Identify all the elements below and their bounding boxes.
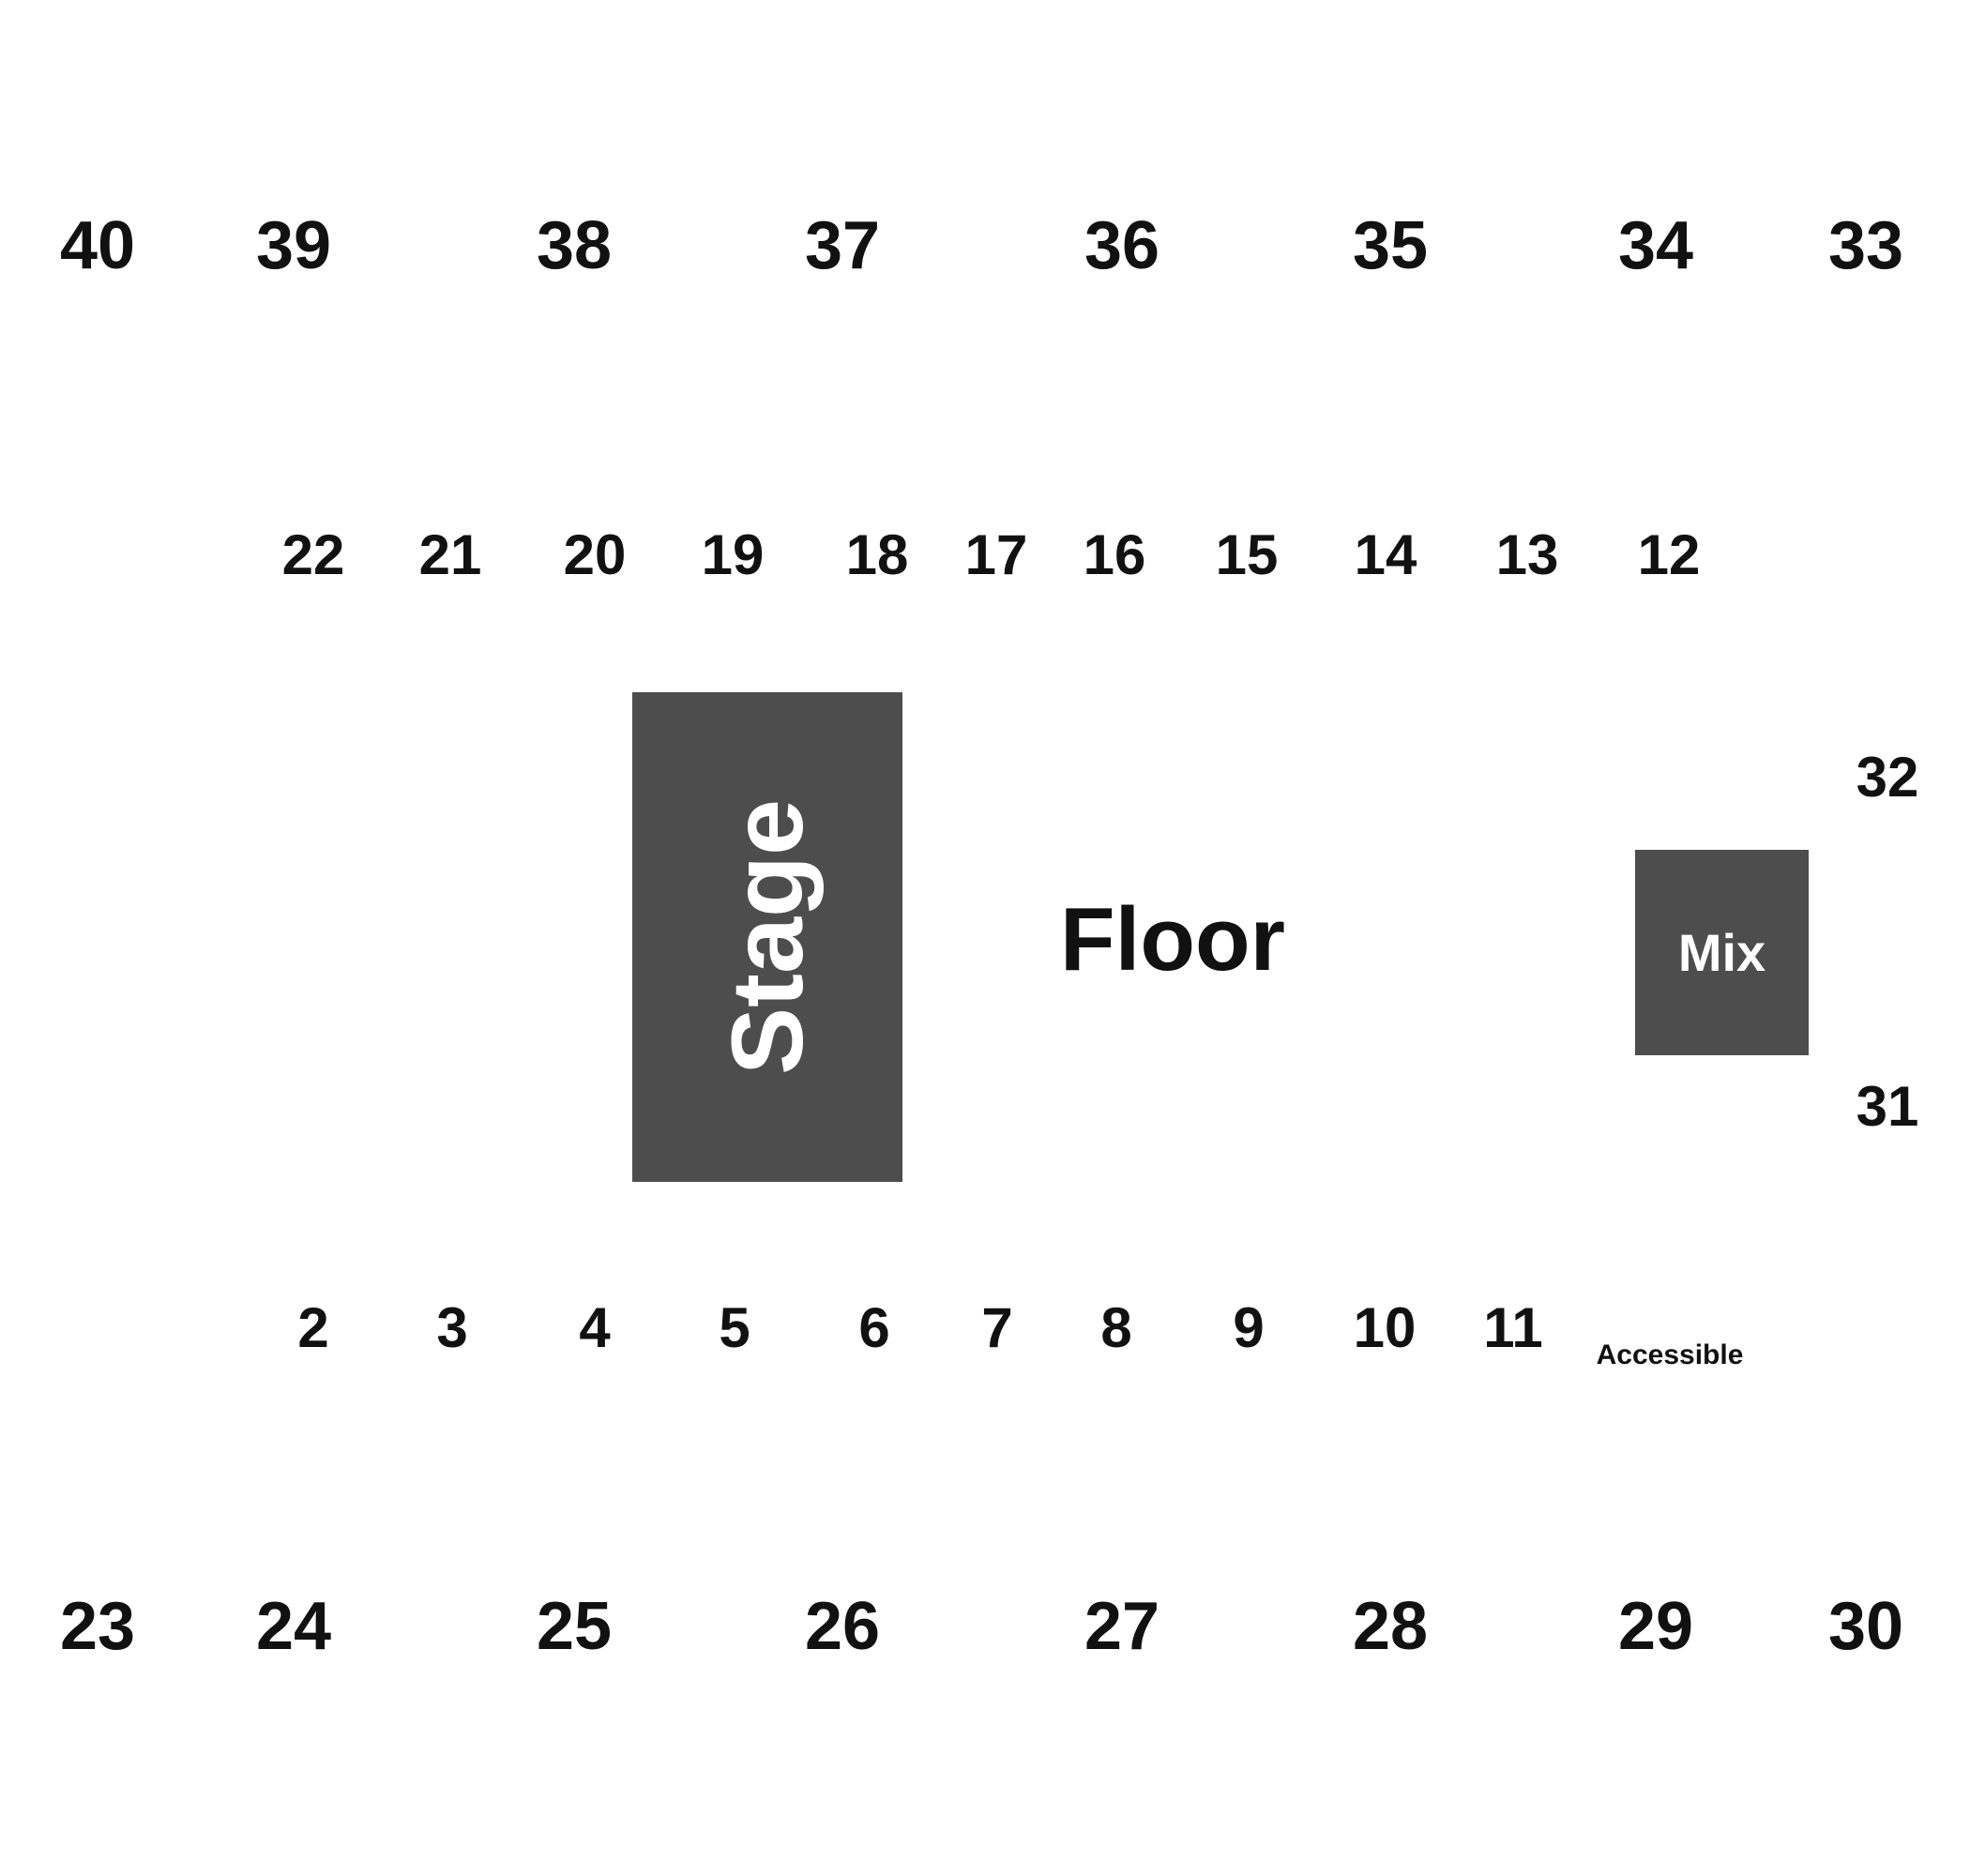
section-22[interactable]: 22 [281, 523, 345, 586]
accessible-label: Accessible [1596, 1339, 1744, 1370]
section-11[interactable]: 11 [1483, 1296, 1543, 1359]
section-16[interactable]: 16 [1083, 523, 1146, 586]
section-25[interactable]: 25 [536, 1589, 613, 1664]
section-9[interactable]: 9 [1233, 1296, 1265, 1359]
section-33[interactable]: 33 [1827, 208, 1904, 283]
section-19[interactable]: 19 [701, 523, 765, 586]
section-40[interactable]: 40 [59, 208, 136, 283]
section-21[interactable]: 21 [418, 523, 482, 586]
section-15[interactable]: 15 [1215, 523, 1279, 586]
mix-label: Mix [1677, 922, 1766, 982]
section-24[interactable]: 24 [255, 1589, 332, 1664]
section-30[interactable]: 30 [1827, 1589, 1904, 1664]
section-17[interactable]: 17 [964, 523, 1028, 586]
section-7[interactable]: 7 [981, 1296, 1013, 1359]
section-39[interactable]: 39 [255, 208, 332, 283]
mix-position-block: Mix [1635, 850, 1809, 1055]
stage-block: Stage [632, 692, 902, 1182]
section-13[interactable]: 13 [1495, 523, 1559, 586]
section-31[interactable]: 31 [1856, 1075, 1919, 1138]
section-32[interactable]: 32 [1856, 746, 1919, 809]
section-20[interactable]: 20 [563, 523, 627, 586]
section-26[interactable]: 26 [804, 1589, 881, 1664]
section-14[interactable]: 14 [1354, 523, 1417, 586]
section-8[interactable]: 8 [1100, 1296, 1132, 1359]
section-36[interactable]: 36 [1084, 208, 1160, 283]
section-4[interactable]: 4 [579, 1296, 611, 1359]
section-18[interactable]: 18 [845, 523, 909, 586]
section-29[interactable]: 29 [1617, 1589, 1694, 1664]
section-23[interactable]: 23 [59, 1589, 136, 1664]
section-5[interactable]: 5 [719, 1296, 750, 1359]
section-3[interactable]: 3 [436, 1296, 468, 1359]
stage-label: Stage [710, 798, 825, 1076]
section-27[interactable]: 27 [1084, 1589, 1160, 1664]
floor-section-label[interactable]: Floor [1060, 889, 1285, 990]
section-6[interactable]: 6 [858, 1296, 890, 1359]
section-28[interactable]: 28 [1352, 1589, 1429, 1664]
section-10[interactable]: 10 [1353, 1296, 1417, 1359]
section-37[interactable]: 37 [804, 208, 881, 283]
section-12[interactable]: 12 [1637, 523, 1701, 586]
section-34[interactable]: 34 [1617, 208, 1694, 283]
section-38[interactable]: 38 [536, 208, 613, 283]
section-2[interactable]: 2 [297, 1296, 329, 1359]
section-35[interactable]: 35 [1352, 208, 1429, 283]
